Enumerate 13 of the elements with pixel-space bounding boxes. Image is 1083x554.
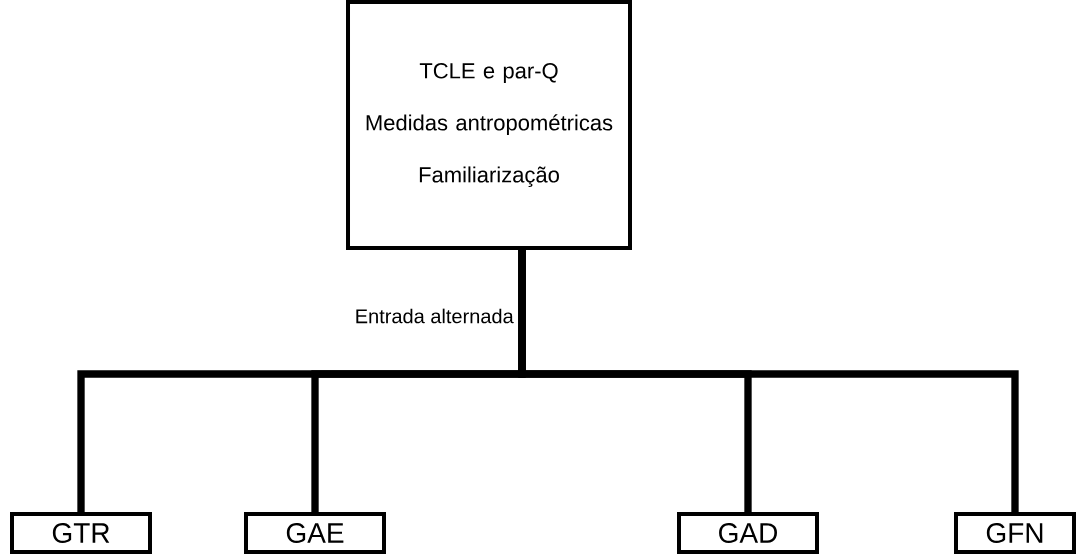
process-box (244, 512, 386, 554)
box-text: GAD (719, 523, 777, 543)
process-box (10, 512, 152, 554)
box-text: GAE (286, 523, 344, 543)
box-text: GTR (52, 523, 110, 543)
box-text: Familiarização (419, 166, 559, 187)
process-box (346, 0, 632, 250)
process-box (677, 512, 819, 554)
box-text: Medidas antropométricas (366, 114, 613, 135)
trunk-label: Entrada alternada (356, 308, 514, 324)
box-text: GFN (986, 523, 1043, 543)
box-text: TCLE e par-Q (419, 63, 558, 83)
process-box (954, 512, 1076, 554)
